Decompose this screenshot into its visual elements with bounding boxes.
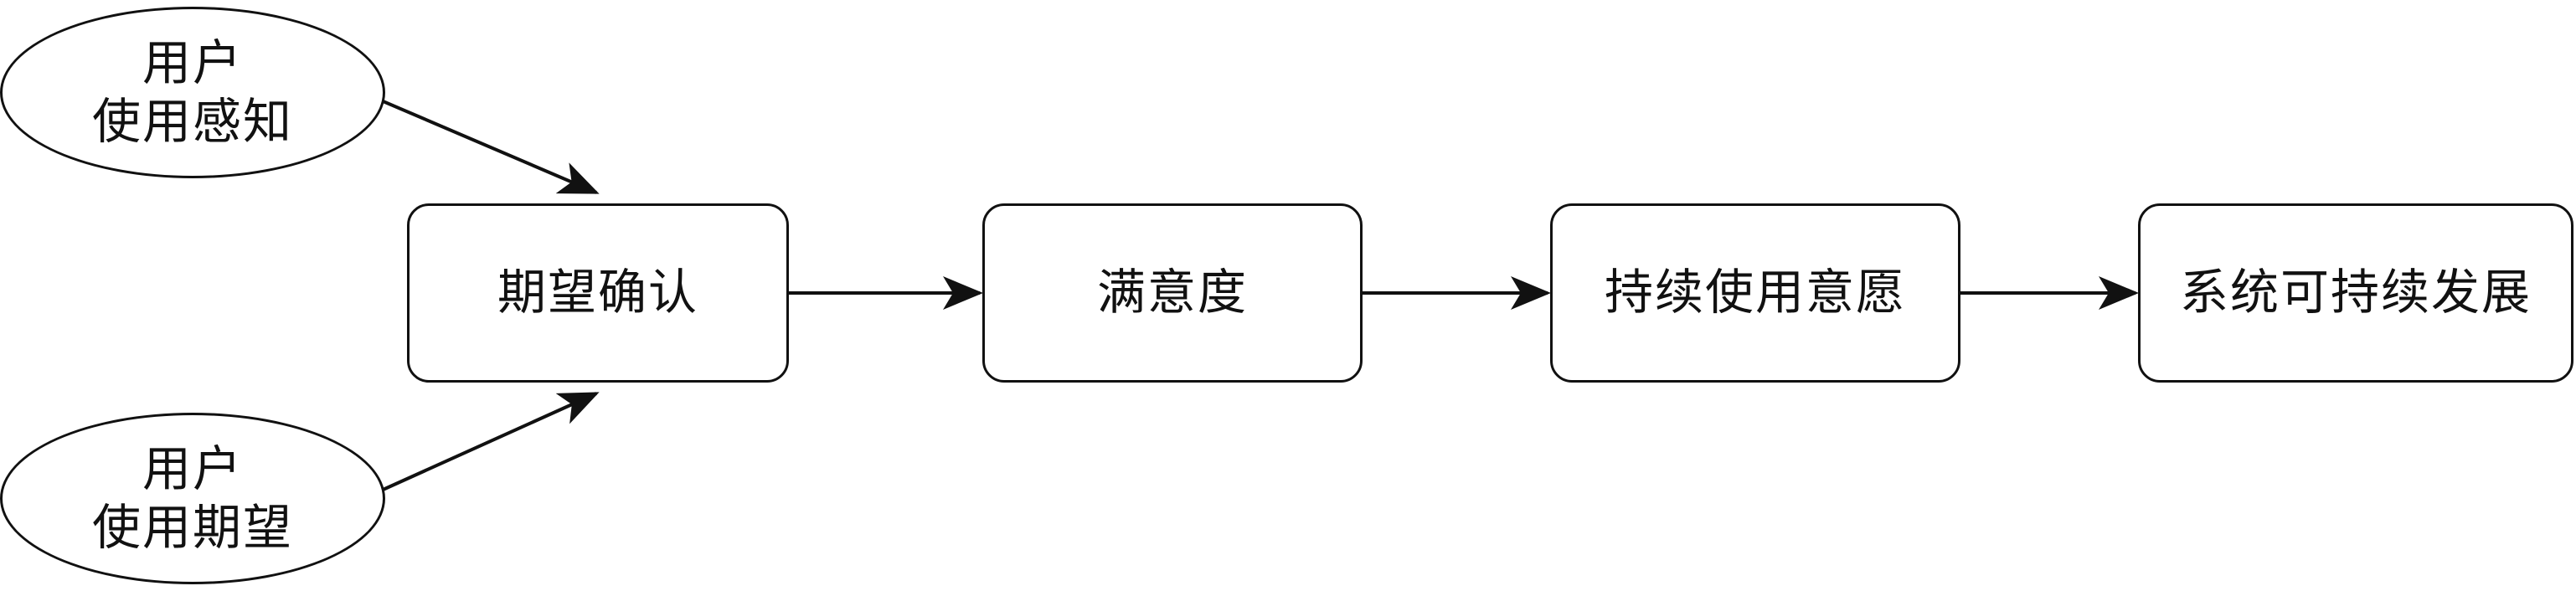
node-user-perception-line1: 用户 [142, 33, 243, 91]
node-user-expectation-label: 用户 使用期望 [92, 440, 293, 557]
node-continued-use-intention: 持续使用意愿 [1550, 203, 1960, 383]
node-user-perception-label: 用户 使用感知 [92, 34, 293, 151]
node-expectation-confirmation: 期望确认 [407, 203, 789, 383]
node-user-expectation-line1: 用户 [142, 439, 243, 497]
node-expectation-confirmation-label: 期望确认 [497, 264, 698, 321]
node-satisfaction-label: 满意度 [1096, 264, 1248, 321]
arrow-perception-to-confirmation [380, 99, 600, 194]
node-satisfaction: 满意度 [982, 203, 1363, 383]
node-system-sustainable-development-label: 系统可持续发展 [2179, 264, 2532, 321]
node-system-sustainable-development: 系统可持续发展 [2138, 203, 2573, 383]
node-user-expectation: 用户 使用期望 [0, 413, 385, 584]
node-user-perception: 用户 使用感知 [0, 7, 385, 178]
node-continued-use-intention-label: 持续使用意愿 [1604, 264, 1906, 321]
arrow-expectation-to-confirmation [380, 392, 600, 492]
node-user-perception-line2: 使用感知 [91, 92, 293, 150]
node-user-expectation-line2: 使用期望 [91, 498, 293, 556]
